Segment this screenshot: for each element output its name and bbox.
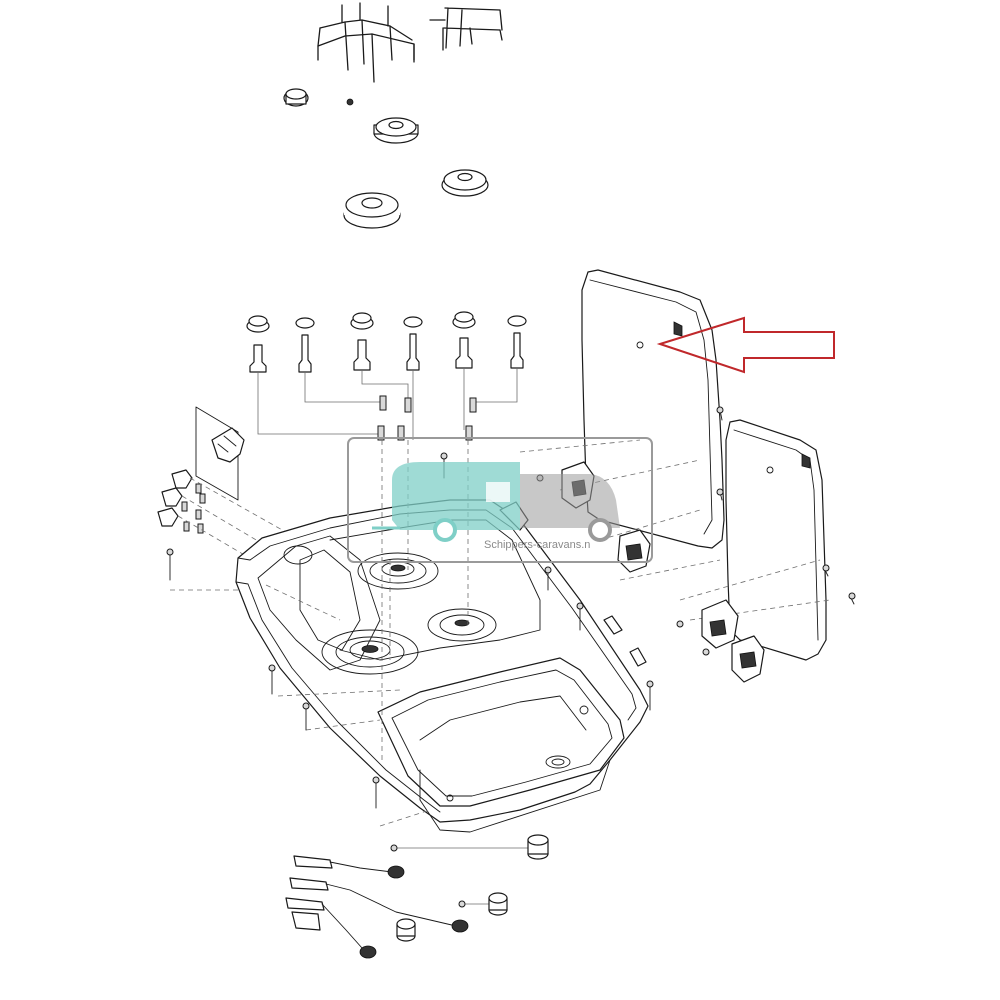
burner-cap-icon	[441, 169, 489, 197]
pan-support-icon	[317, 2, 503, 83]
glass-lid-icon	[581, 269, 725, 549]
sink-icon	[235, 499, 649, 833]
burner-cap-icon	[343, 192, 401, 229]
watermark-text: Schippers-caravans.n	[484, 539, 590, 551]
thermocouple-icon	[285, 855, 457, 949]
knob-icon	[157, 469, 206, 534]
glass-lid-icon	[725, 419, 827, 661]
watermark: Schippers-caravans.n	[347, 437, 653, 563]
drain-icon	[359, 844, 469, 959]
hinge-icon	[211, 427, 245, 463]
screw-icon	[377, 395, 477, 441]
burner-cap-icon	[283, 88, 354, 107]
burner-cap-icon	[373, 117, 419, 144]
burner-cap-icon	[396, 834, 549, 942]
callout-arrow	[656, 316, 835, 374]
screw-icon	[166, 548, 174, 581]
gas-valve-icon	[249, 332, 524, 373]
knob-icon	[246, 311, 527, 333]
